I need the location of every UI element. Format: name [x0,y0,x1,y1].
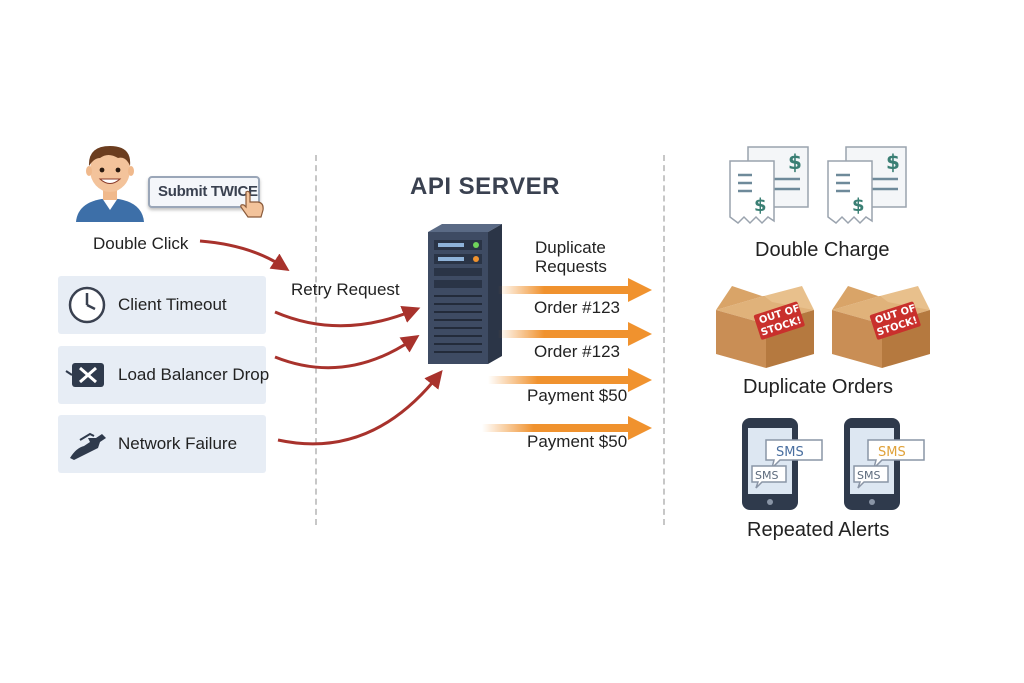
lb-retry-arrow [274,334,420,370]
phone-icon: SMS SMS [844,418,925,510]
duplicate-requests-label: Duplicate Requests [535,238,607,276]
request-label: Payment $50 [527,432,628,451]
network-retry-arrow [277,369,443,446]
retry-request-label: Retry Request [291,280,400,299]
request-label: Order #123 [534,298,620,317]
svg-text:$: $ [754,195,767,216]
clock-icon [68,286,106,324]
svg-text:$: $ [788,150,802,174]
request-label: Payment $50 [527,386,628,405]
phone-icon: SMS SMS [742,418,823,510]
cause-load-balancer-drop: Load Balancer Drop [58,346,270,404]
svg-text:SMS: SMS [755,469,778,482]
server-icon [428,224,502,364]
request-arrow-2 [498,322,652,346]
submit-twice-label: Submit TWICE [158,183,258,200]
cause-client-timeout: Client Timeout [58,276,266,334]
repeated-alerts-label: Repeated Alerts [747,519,890,541]
right-divider [663,155,665,525]
svg-text:SMS: SMS [776,445,804,460]
box-icon: OUT OF STOCK! [716,286,814,368]
broken-cable-icon [70,432,106,460]
receipt-icon: $ $ [729,146,809,225]
x-box-icon [65,363,104,387]
request-arrow-1 [498,278,652,302]
double-charge-label: Double Charge [755,239,890,261]
double-click-arrow [199,239,290,271]
cause-network-failure: Network Failure [58,415,266,473]
svg-text:$: $ [886,150,900,174]
box-icon: OUT OF STOCK! [832,286,930,368]
request-arrow-4 [482,416,652,440]
hand-cursor-icon [240,190,264,218]
api-server-title: API SERVER [410,173,560,200]
submit-twice-button[interactable]: Submit TWICE [148,176,260,208]
double-click-label: Double Click [93,234,189,253]
svg-text:SMS: SMS [857,469,880,482]
svg-text:$: $ [852,195,865,216]
left-divider [315,155,317,525]
duplicate-orders-label: Duplicate Orders [743,376,894,398]
cause-label: Network Failure [118,434,238,453]
svg-text:SMS: SMS [878,445,906,460]
cause-label: Client Timeout [118,295,227,314]
request-arrow-3 [488,368,652,392]
request-label: Order #123 [534,342,620,361]
receipt-icon: $ $ [827,146,907,225]
cause-label: Load Balancer Drop [118,365,270,384]
user-avatar [76,146,144,222]
timeout-retry-arrow [274,306,421,328]
